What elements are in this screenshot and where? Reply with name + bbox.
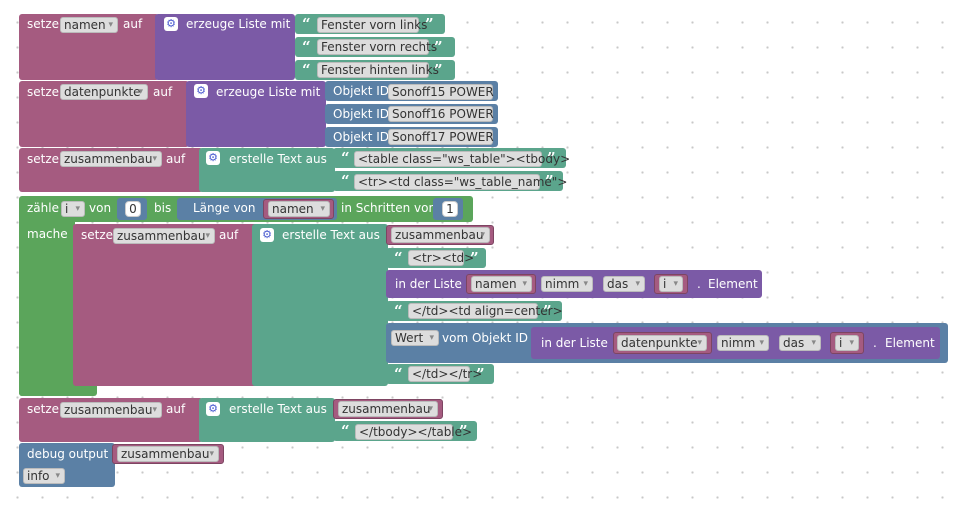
var-dropdown-names[interactable]: namen (471, 276, 532, 292)
create-text-label: erstelle Text aus (229, 402, 327, 416)
count-keyword: zähle (27, 201, 59, 215)
set-assembly-loop-block[interactable] (73, 224, 257, 386)
string-field[interactable]: </td><td align=center> (408, 303, 563, 319)
element-label: Element (885, 336, 935, 350)
to-keyword: auf (166, 152, 186, 166)
to-keyword: auf (123, 17, 143, 31)
close-quote-icon: ” (459, 422, 468, 440)
object-id-field[interactable]: Sonoff15 POWER (388, 84, 494, 100)
do-keyword: mache (27, 227, 68, 241)
in-list-label: in der Liste (541, 336, 608, 350)
var-dropdown-assembly[interactable]: zusammenbau (391, 227, 490, 243)
open-quote-icon: “ (341, 149, 350, 167)
gear-icon[interactable]: ⚙ (206, 151, 220, 165)
close-quote-icon: ” (470, 249, 479, 267)
length-of-label: Länge von (193, 201, 256, 215)
object-id-field[interactable]: Sonoff17 POWER (388, 129, 494, 145)
from-number-field[interactable]: 0 (125, 201, 141, 217)
set-keyword: setze (81, 228, 114, 242)
to-keyword: auf (166, 402, 186, 416)
var-dropdown-i[interactable]: i (61, 201, 85, 217)
loop-bottom-bar (19, 384, 97, 396)
var-dropdown-i[interactable]: i (659, 276, 683, 292)
string-field[interactable]: </td></tr> (408, 366, 482, 382)
string-field[interactable]: </tbody></table> (355, 424, 472, 440)
loop-body-rail (19, 218, 75, 396)
open-quote-icon: “ (302, 61, 311, 79)
gear-icon[interactable]: ⚙ (194, 84, 208, 98)
string-field[interactable]: Fenster hinten links (317, 62, 439, 78)
from-keyword: von (89, 201, 112, 215)
var-dropdown-assembly[interactable]: zusammenbau (113, 228, 215, 244)
open-quote-icon: “ (341, 172, 350, 190)
var-dropdown-i[interactable]: i (835, 335, 859, 351)
close-quote-icon: ” (543, 302, 552, 320)
gear-icon[interactable]: ⚙ (260, 228, 274, 242)
open-quote-icon: “ (302, 38, 311, 56)
set-keyword: setze (27, 402, 60, 416)
close-quote-icon: ” (434, 38, 443, 56)
object-id-label: Objekt ID (333, 130, 390, 144)
string-field[interactable]: Fenster vorn links (317, 17, 427, 33)
from-object-id-label: vom Objekt ID (442, 331, 528, 345)
debug-output-label: debug output (27, 447, 109, 461)
step-number-field[interactable]: 1 (442, 201, 458, 217)
string-field[interactable]: <tr><td class="ws_table_name"> (354, 174, 567, 190)
get-mode-dropdown[interactable]: nimm (541, 276, 593, 292)
position-dropdown[interactable]: das (779, 335, 821, 351)
open-quote-icon: “ (394, 365, 403, 383)
create-text-final-block[interactable] (199, 398, 335, 442)
var-dropdown-assembly[interactable]: zusammenbau (60, 151, 162, 167)
var-dropdown-assembly[interactable]: zusammenbau (338, 401, 438, 417)
close-quote-icon: ” (425, 15, 434, 33)
gear-icon[interactable]: ⚙ (164, 17, 178, 31)
log-level-dropdown[interactable]: info (23, 468, 65, 484)
create-text-label: erstelle Text aus (229, 152, 327, 166)
get-mode-dropdown[interactable]: nimm (717, 335, 769, 351)
value-mode-dropdown[interactable]: Wert (391, 330, 439, 346)
to-keyword: auf (153, 85, 173, 99)
create-list-label: erzeuge Liste mit (216, 85, 321, 99)
create-text-label: erstelle Text aus (282, 228, 380, 242)
var-dropdown-assembly[interactable]: zusammenbau (60, 402, 162, 418)
create-text-loop-block[interactable] (252, 224, 388, 386)
object-id-label: Objekt ID (333, 107, 390, 121)
dot-label: . (697, 277, 701, 291)
create-list-names-block[interactable] (155, 14, 295, 80)
in-steps-keyword: in Schritten von (341, 201, 437, 215)
open-quote-icon: “ (394, 249, 403, 267)
close-quote-icon: ” (547, 149, 556, 167)
to-keyword: auf (219, 228, 239, 242)
string-field[interactable]: <tr><td> (408, 250, 474, 266)
close-quote-icon: ” (545, 172, 554, 190)
gear-icon[interactable]: ⚙ (206, 402, 220, 416)
dot-label: . (873, 336, 877, 350)
object-id-field[interactable]: Sonoff16 POWER (388, 106, 494, 122)
element-label: Element (708, 277, 758, 291)
open-quote-icon: “ (341, 422, 350, 440)
string-field[interactable]: Fenster vorn rechts (317, 39, 437, 55)
var-dropdown-datapoints[interactable]: datenpunkte (60, 84, 148, 100)
in-list-label: in der Liste (395, 277, 462, 291)
close-quote-icon: ” (476, 365, 485, 383)
open-quote-icon: “ (302, 15, 311, 33)
object-id-label: Objekt ID (333, 84, 390, 98)
set-keyword: setze (27, 85, 60, 99)
set-keyword: setze (27, 152, 60, 166)
var-dropdown-names[interactable]: namen (60, 17, 118, 33)
create-list-datapoints-block[interactable] (186, 81, 326, 147)
until-keyword: bis (154, 201, 172, 215)
var-dropdown-names[interactable]: namen (268, 201, 330, 217)
close-quote-icon: ” (434, 61, 443, 79)
create-text-block[interactable] (199, 148, 335, 192)
create-list-label: erzeuge Liste mit (186, 17, 291, 31)
set-keyword: setze (27, 17, 60, 31)
var-dropdown-assembly[interactable]: zusammenbau (117, 446, 219, 462)
string-field[interactable]: <table class="ws_table"><tbody> (354, 151, 570, 167)
open-quote-icon: “ (394, 302, 403, 320)
position-dropdown[interactable]: das (603, 276, 645, 292)
var-dropdown-datapoints[interactable]: datenpunkte (617, 335, 707, 351)
